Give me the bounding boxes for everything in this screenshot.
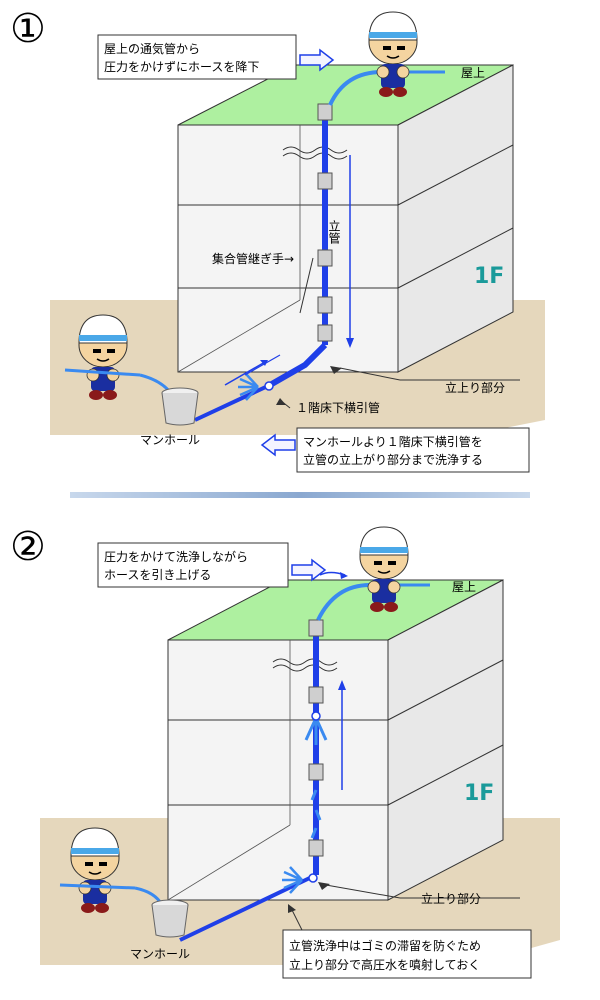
joint — [318, 325, 332, 341]
building-front-face — [178, 125, 398, 372]
manhole-label: マンホール — [140, 433, 200, 447]
callout-bottom-line2: 立管の立上がり部分まで洗浄する — [303, 452, 483, 467]
callout-top-line2: 圧力をかけずにホースを降下 — [104, 60, 259, 74]
callout-top-line1: 屋上の通気管から — [104, 41, 200, 56]
callout-bottom-line1: マンホールより１階床下横引管を — [303, 434, 483, 449]
building-front-face — [168, 640, 388, 900]
joint — [318, 297, 332, 313]
manhole-label: マンホール — [130, 947, 190, 961]
callout-top-line1: 圧力をかけて洗浄しながら — [104, 549, 248, 564]
riser-label: 立管 — [327, 219, 341, 245]
joint — [318, 250, 332, 266]
callout-bottom-line1: 立管洗浄中はゴミの滞留を防ぐため — [289, 938, 481, 953]
joint — [309, 764, 323, 780]
rooftop-label: 屋上 — [452, 580, 476, 594]
riser-base-label: 立上り部分 — [421, 891, 481, 906]
manhole-bucket — [152, 900, 188, 937]
floor-mark: 1F — [474, 264, 504, 289]
step-number: ② — [10, 524, 46, 570]
horizontal-pipe-label: １階床下横引管 — [296, 400, 380, 415]
joint — [318, 173, 332, 189]
panel-separator — [70, 492, 530, 498]
rooftop-label: 屋上 — [461, 66, 485, 80]
joint — [309, 620, 323, 636]
arrow-left-icon — [262, 435, 295, 455]
joint-label: 集合管継ぎ手→ — [212, 251, 294, 266]
floor-mark: 1F — [464, 781, 494, 806]
joint — [309, 687, 323, 703]
callout-bottom-line2: 立上り部分で高圧水を噴射しておく — [289, 957, 480, 972]
step-number: ① — [10, 6, 46, 52]
panel-1: 屋上の通気管から 圧力をかけずにホースを降下 マンホールより１階床下横引管を 立… — [10, 6, 545, 472]
riser-base-label: 立上り部分 — [445, 380, 505, 395]
joint — [309, 840, 323, 856]
manhole-bucket — [162, 388, 198, 425]
arrow-right-icon — [292, 560, 325, 580]
panel-2: 圧力をかけて洗浄しながら ホースを引き上げる 立管洗浄中はゴミの滞留を防ぐため … — [10, 524, 560, 978]
joint — [318, 104, 332, 120]
callout-top-line2: ホースを引き上げる — [104, 568, 211, 582]
